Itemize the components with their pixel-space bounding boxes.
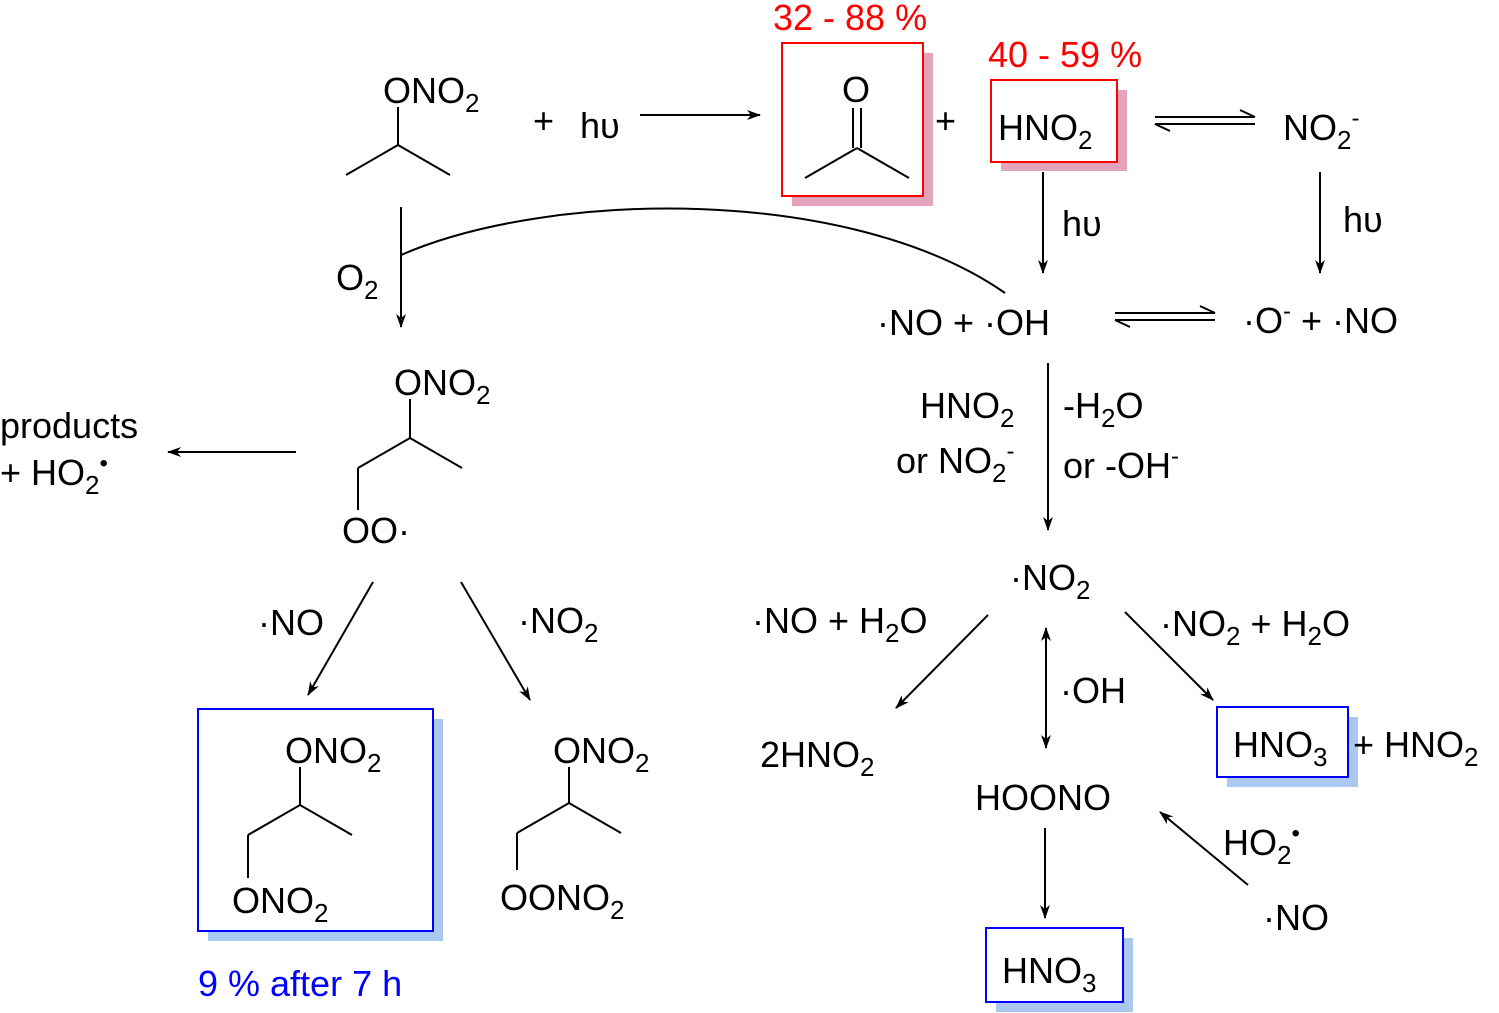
pernitrate-bottom: OONO2​ (500, 877, 624, 925)
no2-right-arrow (1124, 611, 1214, 701)
nitrite-label: NO2​-​ (1283, 105, 1359, 155)
acetone-skeleton (804, 108, 910, 179)
pernitrate-top: ONO2​ (553, 730, 649, 778)
hno3-box-1 (1216, 706, 1349, 778)
side-products-line2: + HO2​•​ (0, 450, 108, 500)
no-oh-radicals: ·NO + ·OH (877, 302, 1050, 343)
no2-left-arrow (895, 614, 989, 709)
oh-curve-arrow (400, 207, 1006, 294)
reactant-skeleton (345, 107, 451, 176)
peroxy-no-arrow (307, 581, 374, 696)
o-no-radicals: ·O-​ + ·NO (1243, 298, 1398, 341)
dinitrate-yield: 9 % after 7 h (198, 963, 402, 1004)
hono-box (990, 79, 1118, 163)
hv-label-2: hυ (1343, 199, 1383, 240)
no2-left-product: 2HNO2​ (760, 734, 875, 782)
hono-extra: + HNO2​ (1353, 724, 1479, 772)
peroxy-ono2: ONO2​ (394, 362, 490, 410)
peroxy-skeleton (357, 399, 463, 510)
hno3-label-1: HNO3​ (1233, 724, 1327, 772)
hono-yield: 40 - 59 % (988, 34, 1142, 75)
ho2-no-arrow (1159, 811, 1249, 886)
dinitrate-skeleton (247, 767, 353, 878)
equilibrium-arrow-2 (1114, 305, 1216, 328)
peroxy-no-reagent: ·NO (258, 602, 324, 643)
no2-right-reagent: ·NO2​ + H2​O (1160, 603, 1350, 651)
dinitrate-top: ONO2​ (285, 730, 381, 778)
acetone-oxygen: O (842, 69, 870, 110)
hoono-label: HOONO (975, 777, 1111, 818)
no-label: ·NO (1263, 897, 1329, 938)
hno3-label-2: HNO3​ (1002, 950, 1096, 998)
acetone-yield: 32 - 88 % (773, 0, 927, 38)
hv-label-1: hυ (1062, 203, 1102, 244)
no2-formation-right1: -H2​O (1063, 385, 1143, 433)
peroxy-no2-reagent: ·NO2​ (518, 600, 598, 648)
plus-sign: + (533, 100, 554, 141)
reactant-ono2: ONO2​ (383, 70, 479, 118)
dinitrate-bottom: ONO2​ (232, 880, 328, 928)
hno3-box-2 (985, 927, 1124, 1003)
side-products-line1: products (0, 405, 138, 446)
plus-sign-2: + (935, 100, 956, 141)
o2-label: O2​ (336, 257, 378, 305)
no2-left-reagent: ·NO + H2​O (752, 600, 928, 648)
no2-formation-right2: or -OH-​ (1063, 443, 1179, 486)
hono-label: HNO2​ (998, 107, 1092, 155)
pernitrate-skeleton (516, 767, 622, 870)
peroxy-oo: OO· (342, 510, 410, 551)
equilibrium-arrow-1 (1154, 109, 1256, 132)
no2-radical: ·NO2​ (1010, 557, 1090, 605)
no2-middle-reagent: ·OH (1060, 670, 1126, 711)
dinitrate-box (197, 708, 434, 932)
light-hv: hυ (580, 105, 620, 146)
no2-formation-left1: HNO2​ (920, 385, 1014, 433)
no2-formation-left2: or NO2​-​ (896, 438, 1014, 488)
ho2-label: HO2​•​ (1223, 820, 1300, 870)
peroxy-no2-arrow (460, 581, 531, 701)
